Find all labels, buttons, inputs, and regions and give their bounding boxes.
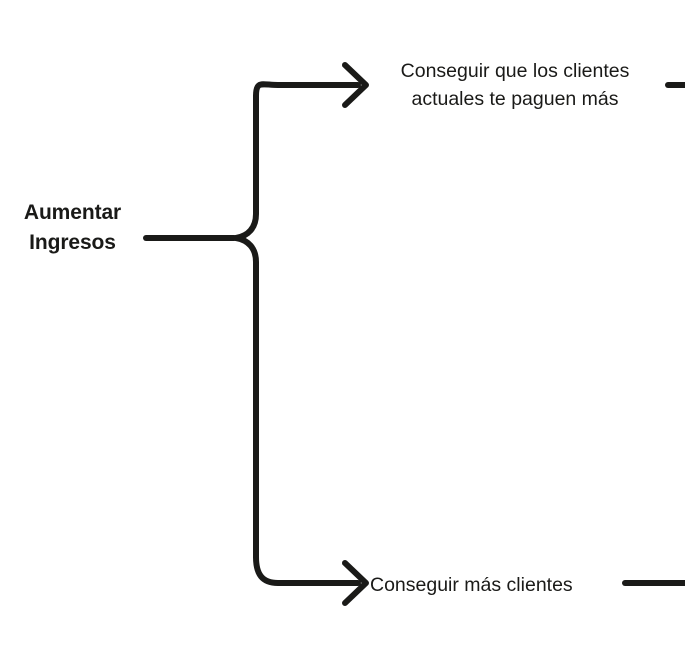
arrowhead-top-icon — [342, 62, 369, 108]
branch-label-clientes-actuales: Conseguir que los clientes actuales te p… — [370, 58, 660, 113]
branch-line-top — [253, 81, 361, 99]
arrowhead-bottom-icon — [342, 560, 369, 606]
junction-curve-upper — [233, 93, 259, 241]
root-node-label: Aumentar Ingresos — [0, 198, 145, 258]
branch-line-bottom — [253, 554, 361, 586]
junction-curve-lower — [233, 235, 259, 560]
branch-label-top-line-1: Conseguir que los clientes — [400, 60, 630, 82]
root-node-line-1: Aumentar — [23, 201, 122, 224]
root-node-line-2: Ingresos — [29, 230, 116, 254]
branch-label-mas-clientes: Conseguir más clientes — [370, 574, 573, 596]
branch-label-top-line-2: actuales te paguen más — [411, 87, 619, 110]
